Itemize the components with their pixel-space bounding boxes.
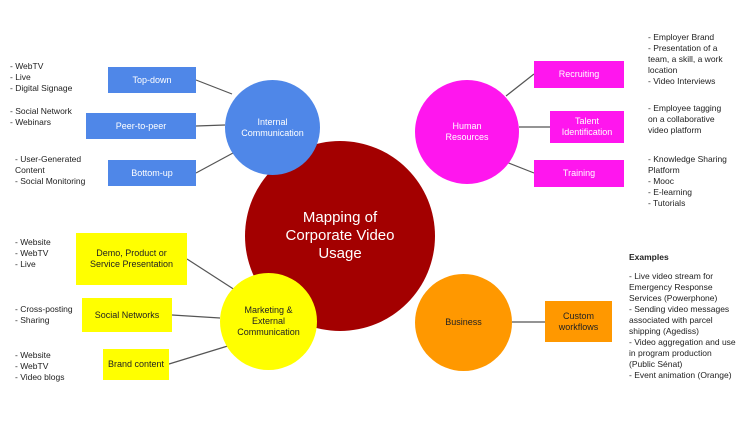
box-top-down-label: Top-down [132, 74, 172, 85]
box-brand-content: Brand content [103, 349, 169, 380]
box-brand-label: Brand content [107, 359, 165, 369]
box-bottom-up: Bottom-up [108, 160, 196, 186]
hub-internal-label: Internal Communication [241, 116, 304, 138]
examples-title: Examples [629, 252, 669, 262]
connector-social [171, 314, 221, 319]
notes-social: - Cross-posting - Sharing [15, 304, 73, 325]
notes-brand: - Website - WebTV - Video blogs [15, 350, 65, 382]
examples-notes: - Live video stream for Emergency Respon… [629, 271, 736, 380]
hub-marketing-label: Marketing & External Communication [237, 305, 300, 337]
hub-marketing: Marketing & External Communication [220, 273, 317, 370]
box-demo-label: Demo, Product or Service Presentation [89, 248, 174, 269]
center-title: Mapping of Corporate Video Usage [285, 209, 395, 262]
notes-bottom-up: - User-Generated Content - Social Monito… [15, 154, 86, 186]
hub-business-label: Business [445, 317, 482, 327]
connector-demo [186, 258, 236, 291]
connector-bottom-up [195, 152, 234, 174]
hub-human-resources: Human Resources [415, 80, 519, 184]
notes-training: - Knowledge Sharing Platform - Mooc - E-… [648, 154, 727, 208]
notes-top-down: - WebTV - Live - Digital Signage [10, 61, 73, 93]
connector-brand [168, 344, 232, 365]
notes-recruiting: - Employer Brand - Presentation of a tea… [648, 32, 723, 86]
box-social-label: Social Networks [94, 309, 160, 320]
box-peer-to-peer-label: Peer-to-peer [115, 120, 167, 131]
box-recruiting-label: Recruiting [558, 69, 600, 79]
box-social-networks: Social Networks [82, 298, 172, 332]
box-peer-to-peer: Peer-to-peer [86, 113, 196, 139]
box-bottom-up-label: Bottom-up [131, 167, 173, 178]
box-custom-label: Custom workflows [558, 310, 599, 332]
hub-business: Business [415, 274, 512, 371]
box-recruiting: Recruiting [534, 61, 624, 88]
box-training: Training [534, 160, 624, 187]
hub-hr-label: Human Resources [445, 121, 489, 142]
connector-peer-to-peer [195, 124, 226, 127]
notes-demo: - Website - WebTV - Live [15, 237, 51, 269]
notes-talent: - Employee tagging on a collaborative vi… [648, 103, 722, 135]
box-top-down: Top-down [108, 67, 196, 93]
box-training-label: Training [562, 168, 596, 178]
connector-top-down [195, 79, 233, 95]
box-talent-label: Talent Identification [561, 116, 613, 137]
box-talent-identification: Talent Identification [550, 111, 624, 143]
hub-internal-communication: Internal Communication [225, 80, 320, 175]
box-custom-workflows: Custom workflows [545, 301, 612, 342]
box-demo-presentation: Demo, Product or Service Presentation [76, 233, 187, 285]
notes-peer-to-peer: - Social Network - Webinars [10, 106, 72, 127]
connector-recruiting [505, 73, 535, 97]
